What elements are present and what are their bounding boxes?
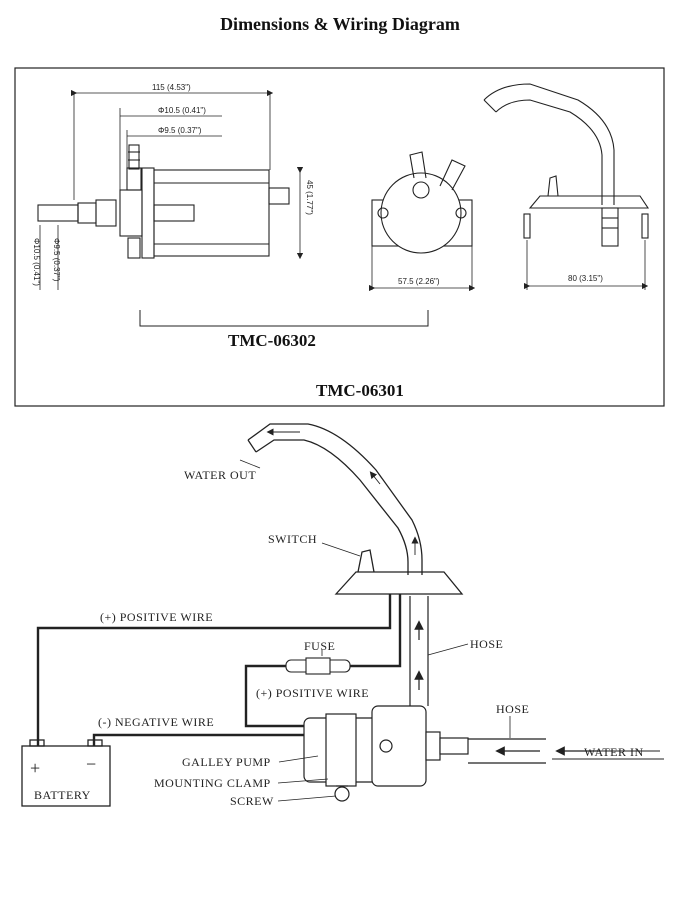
- dimension-panel-frame: [14, 67, 665, 407]
- dim-width-front: 57.5 (2.26"): [398, 277, 440, 286]
- model-label-inner: TMC-06302: [228, 331, 316, 350]
- model-label-outer: TMC-06301: [316, 381, 404, 400]
- dim-width-faucet: 80 (3.15"): [568, 274, 603, 283]
- dim-height: 45 (1.77"): [305, 180, 314, 215]
- label-switch: SWITCH: [268, 532, 317, 546]
- dim-left-diameter-inner: Φ9.5 (0.37"): [52, 238, 61, 282]
- battery-plus-sign: +: [30, 758, 41, 778]
- galley-pump: [303, 705, 469, 802]
- galley-pump-pointer: [278, 755, 319, 763]
- spout-flow-arrows: [266, 428, 419, 555]
- label-positive-wire-mid: (+) POSITIVE WIRE: [256, 686, 369, 700]
- label-battery: BATTERY: [34, 788, 91, 802]
- screw-pointer: [277, 795, 337, 802]
- label-hose-top: HOSE: [470, 637, 503, 651]
- label-fuse: FUSE: [304, 639, 335, 653]
- model-bracket: [139, 310, 429, 327]
- hose-inlet: [468, 738, 664, 764]
- label-mounting-clamp: MOUNTING CLAMP: [154, 776, 271, 790]
- wiring: [36, 594, 402, 746]
- switch-pointer: [321, 542, 361, 557]
- faucet-dimension-lines: [523, 240, 649, 290]
- label-hose-right: HOSE: [496, 702, 529, 716]
- label-water-in: WATER IN: [584, 745, 644, 759]
- dim-left-diameter-outer: Φ10.5 (0.41"): [32, 238, 41, 286]
- mounting-clamp-pointer: [277, 778, 329, 784]
- label-positive-wire-top: (+) POSITIVE WIRE: [100, 610, 213, 624]
- hose-top-pointer: [427, 643, 469, 656]
- side-view-dimension-lines: [39, 89, 304, 290]
- pump-side-view: [37, 144, 290, 259]
- label-galley-pump: GALLEY PUMP: [182, 755, 271, 769]
- dim-length: 115 (4.53"): [152, 83, 191, 92]
- dim-diameter-outer: Φ10.5 (0.41"): [158, 106, 206, 115]
- faucet-side-view: [483, 83, 650, 247]
- dim-diameter-inner: Φ9.5 (0.37"): [158, 126, 202, 135]
- page-title: Dimensions & Wiring Diagram: [220, 14, 460, 34]
- label-screw: SCREW: [230, 794, 274, 808]
- battery: [21, 739, 111, 807]
- pump-front-view: [371, 151, 473, 254]
- battery-minus-sign: −: [86, 754, 97, 774]
- label-water-out: WATER OUT: [184, 468, 256, 482]
- front-view-dimension-lines: [368, 246, 476, 292]
- faucet-spout: [247, 423, 464, 595]
- fuse: [285, 657, 351, 675]
- water-out-pointer: [239, 459, 261, 469]
- hose-vertical: [409, 596, 429, 706]
- label-negative-wire: (-) NEGATIVE WIRE: [98, 715, 214, 729]
